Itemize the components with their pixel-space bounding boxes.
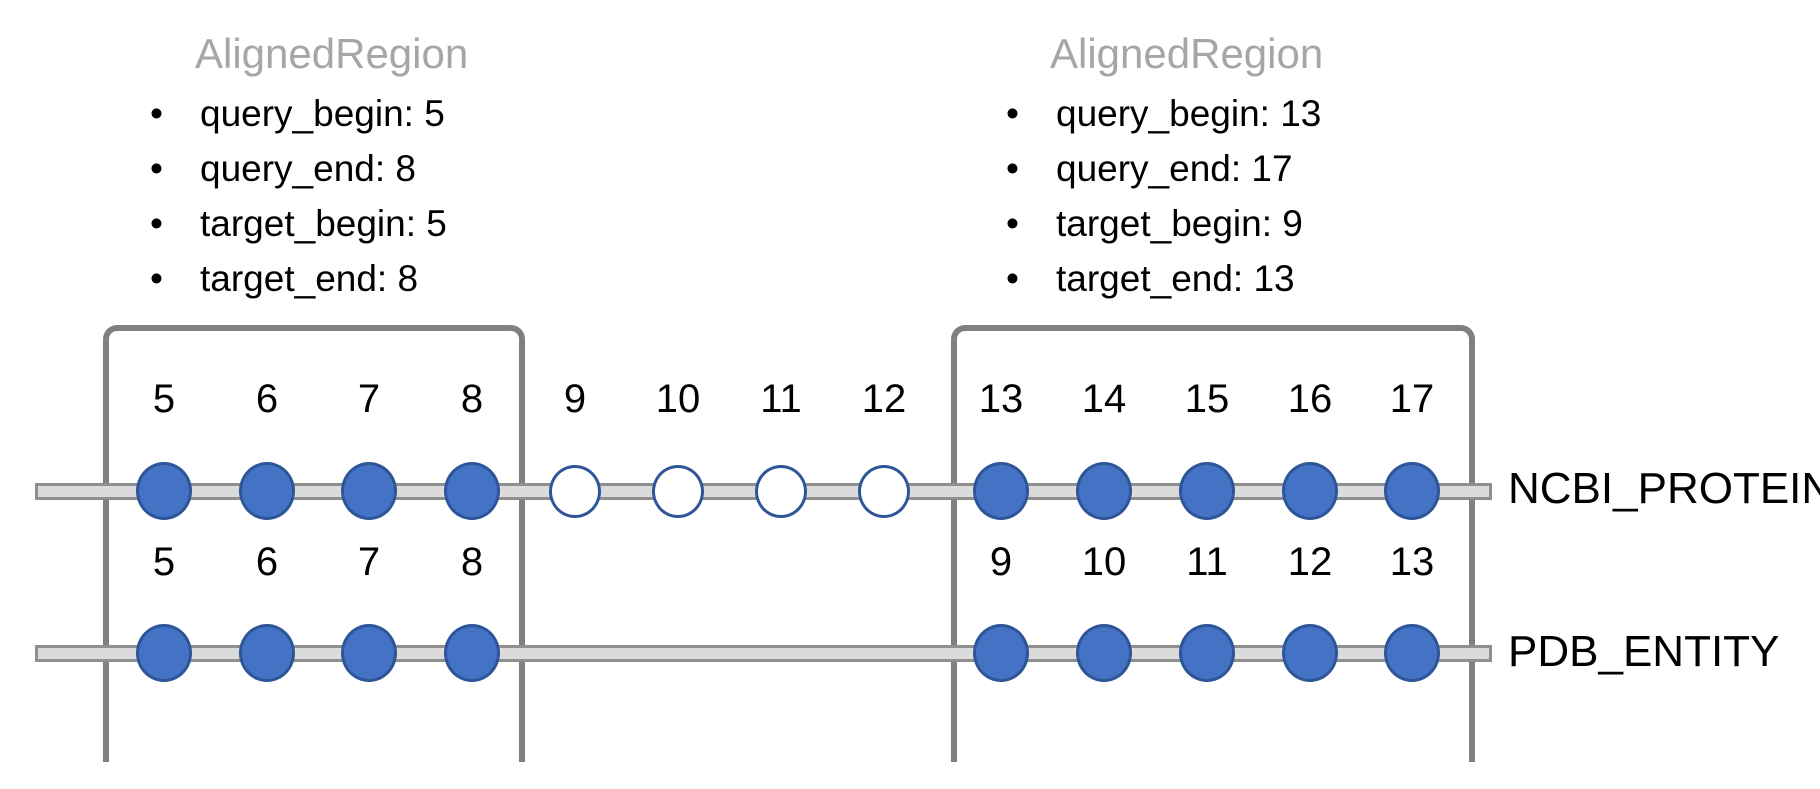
bullet-dot-icon: • [150, 92, 163, 134]
residue-number: 7 [357, 377, 381, 421]
annotation-title: AlignedRegion [1050, 30, 1324, 77]
residue-number: 13 [1389, 540, 1435, 584]
bullet-item: • query_end: 8 [150, 141, 468, 196]
residue-circle-filled [136, 624, 192, 682]
residue-number: 13 [978, 377, 1024, 421]
residue-circle-filled [341, 462, 397, 520]
residue-circle-filled [1179, 462, 1235, 520]
residue-number: 7 [357, 540, 381, 584]
residue-number: 16 [1287, 377, 1333, 421]
residue-circle-open [549, 464, 601, 518]
residue-circle-filled [1076, 462, 1132, 520]
residue-circle-open [652, 464, 704, 518]
residue-circle-filled [1282, 624, 1338, 682]
residue-circle-open [858, 464, 910, 518]
residue-number: 10 [655, 377, 701, 421]
residue-circle-filled [973, 462, 1029, 520]
residue-circle-filled [1384, 624, 1440, 682]
residue-number: 11 [1186, 540, 1228, 584]
residue-circle-open [755, 464, 807, 518]
bullet-text: target_begin: 5 [200, 202, 447, 244]
bullet-text: target_begin: 9 [1056, 202, 1303, 244]
residue-number: 12 [1287, 540, 1333, 584]
residue-circle-filled [239, 462, 295, 520]
residue-number: 6 [255, 377, 279, 421]
residue-circle-filled [239, 624, 295, 682]
residue-number: 17 [1389, 377, 1435, 421]
bullet-text: query_begin: 13 [1056, 92, 1322, 134]
bullet-text: query_end: 8 [200, 147, 417, 189]
residue-number: 9 [563, 377, 587, 421]
bullet-dot-icon: • [1006, 92, 1019, 134]
annotation-bullet-list: • query_begin: 13 • query_end: 17 • target_be… [1006, 86, 1323, 306]
bullet-dot-icon: • [150, 147, 163, 189]
residue-number: 9 [989, 540, 1013, 584]
residue-number: 6 [255, 540, 279, 584]
bullet-item: • query_end: 17 [1006, 141, 1323, 196]
aligned-region-box [103, 325, 525, 762]
residue-number: 8 [460, 540, 484, 584]
bullet-item: • target_end: 8 [150, 251, 468, 306]
aligned-region-annotation-left: AlignedRegion • query_begin: 5 • query_end:… [150, 28, 468, 306]
residue-circle-filled [1384, 462, 1440, 520]
annotation-bullet-list: • query_begin: 5 • query_end: 8 • target_begi… [150, 86, 468, 306]
bullet-text: query_begin: 5 [200, 92, 445, 134]
residue-circle-filled [341, 624, 397, 682]
residue-circle-filled [1282, 462, 1338, 520]
bullet-dot-icon: • [1006, 257, 1019, 299]
bullet-item: • query_begin: 5 [150, 86, 468, 141]
bullet-text: query_end: 17 [1056, 147, 1293, 189]
annotation-title: AlignedRegion [195, 30, 469, 77]
residue-circle-filled [1076, 624, 1132, 682]
residue-circle-filled [136, 462, 192, 520]
bullet-dot-icon: • [1006, 147, 1019, 189]
residue-number: 12 [861, 377, 907, 421]
aligned-region-annotation-right: AlignedRegion • query_begin: 13 • query_end… [1006, 28, 1323, 306]
bullet-text: target_end: 13 [1056, 257, 1295, 299]
bullet-dot-icon: • [150, 202, 163, 244]
track-label: PDB_ENTITY [1508, 627, 1780, 676]
bullet-item: • query_begin: 13 [1006, 86, 1323, 141]
residue-circle-filled [973, 624, 1029, 682]
residue-number: 14 [1081, 377, 1127, 421]
bullet-text: target_end: 8 [200, 257, 419, 299]
residue-number: 8 [460, 377, 484, 421]
residue-circle-filled [444, 462, 500, 520]
residue-number: 10 [1081, 540, 1127, 584]
bullet-item: • target_begin: 5 [150, 196, 468, 251]
bullet-dot-icon: • [150, 257, 163, 299]
residue-number: 5 [152, 377, 176, 421]
residue-number: 5 [152, 540, 176, 584]
bullet-item: • target_end: 13 [1006, 251, 1323, 306]
residue-number: 15 [1184, 377, 1230, 421]
bullet-dot-icon: • [1006, 202, 1019, 244]
track-label: NCBI_PROTEIN [1508, 464, 1820, 513]
residue-circle-filled [1179, 624, 1235, 682]
residue-number: 11 [760, 377, 802, 421]
aligned-region-box [951, 325, 1475, 762]
residue-circle-filled [444, 624, 500, 682]
bullet-item: • target_begin: 9 [1006, 196, 1323, 251]
